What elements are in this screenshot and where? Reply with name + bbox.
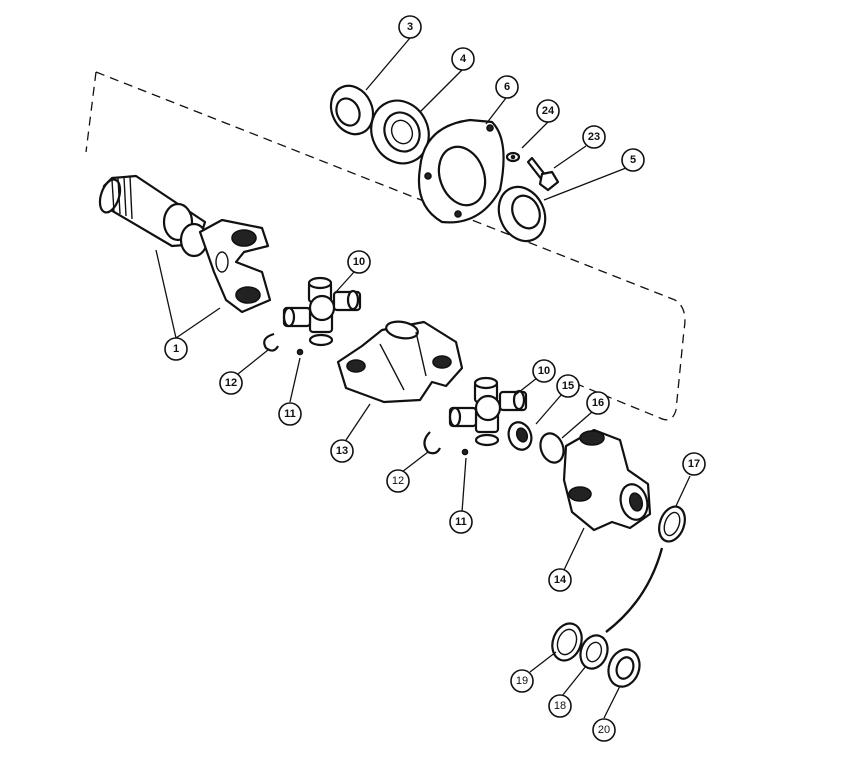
part-17-seal-ring bbox=[658, 505, 686, 543]
callout-11-upper: 11 bbox=[278, 402, 302, 426]
svg-text:4: 4 bbox=[460, 53, 467, 65]
part-12-snap-ring-lower bbox=[423, 431, 441, 455]
svg-text:13: 13 bbox=[336, 445, 348, 457]
callout-12-upper: 12 bbox=[219, 371, 243, 395]
callout-24: 24 bbox=[536, 99, 560, 123]
callout-4: 4 bbox=[451, 47, 475, 71]
callout-13: 13 bbox=[330, 439, 354, 463]
svg-text:17: 17 bbox=[688, 458, 700, 470]
part-4-bearing bbox=[370, 99, 430, 165]
callout-20: 20 bbox=[592, 718, 616, 742]
part-11-grease-fitting-upper bbox=[296, 348, 304, 356]
svg-text:18: 18 bbox=[554, 700, 566, 712]
part-5-seal bbox=[497, 185, 547, 243]
svg-text:11: 11 bbox=[455, 516, 467, 528]
part-1-shaft-yoke bbox=[98, 174, 272, 314]
callout-17: 17 bbox=[682, 452, 706, 476]
callout-18: 18 bbox=[548, 694, 572, 718]
svg-text:3: 3 bbox=[407, 21, 413, 33]
leader-lines bbox=[155, 37, 691, 719]
part-24-washer bbox=[505, 151, 521, 163]
svg-text:19: 19 bbox=[516, 675, 528, 687]
svg-text:11: 11 bbox=[284, 408, 296, 420]
svg-text:12: 12 bbox=[392, 475, 404, 487]
part-15-bearing-cup bbox=[507, 421, 533, 451]
callout-5: 5 bbox=[621, 148, 645, 172]
callout-3: 3 bbox=[398, 15, 422, 39]
callout-10-upper: 10 bbox=[347, 250, 371, 274]
assembly-path-curve bbox=[605, 547, 664, 633]
part-3-seal bbox=[329, 84, 375, 136]
svg-text:14: 14 bbox=[554, 574, 567, 586]
svg-text:16: 16 bbox=[592, 397, 604, 409]
svg-text:10: 10 bbox=[538, 365, 550, 377]
svg-text:23: 23 bbox=[588, 131, 600, 143]
svg-text:10: 10 bbox=[353, 256, 365, 268]
callout-14: 14 bbox=[548, 568, 572, 592]
part-13-double-yoke bbox=[336, 320, 464, 404]
callout-15: 15 bbox=[556, 374, 580, 398]
svg-text:12: 12 bbox=[225, 377, 237, 389]
part-16-snap-ring bbox=[539, 432, 565, 464]
part-18-spacer bbox=[579, 634, 609, 670]
callout-19: 19 bbox=[510, 669, 534, 693]
svg-text:6: 6 bbox=[504, 81, 510, 93]
part-10-ujoint-cross-lower bbox=[448, 376, 528, 447]
part-14-yoke bbox=[562, 428, 652, 532]
callout-1: 1 bbox=[164, 337, 188, 361]
part-10-ujoint-cross-upper bbox=[282, 276, 362, 347]
callout-6: 6 bbox=[495, 75, 519, 99]
svg-text:20: 20 bbox=[598, 724, 610, 736]
callout-11-lower: 11 bbox=[449, 510, 473, 534]
callout-23: 23 bbox=[582, 125, 606, 149]
svg-text:24: 24 bbox=[542, 105, 555, 117]
svg-text:1: 1 bbox=[173, 343, 179, 355]
part-6-flange bbox=[417, 118, 505, 224]
part-11-grease-fitting-lower bbox=[461, 448, 469, 456]
callout-16: 16 bbox=[586, 391, 610, 415]
part-20-bearing bbox=[607, 648, 641, 688]
assembly-boundary-dashed bbox=[85, 71, 686, 421]
part-23-bolt bbox=[526, 156, 560, 192]
part-12-snap-ring-upper bbox=[263, 332, 279, 352]
svg-text:5: 5 bbox=[630, 154, 636, 166]
svg-text:15: 15 bbox=[562, 380, 574, 392]
callout-10-lower: 10 bbox=[532, 359, 556, 383]
callout-12-lower: 12 bbox=[386, 469, 410, 493]
part-19-washer bbox=[551, 622, 583, 662]
